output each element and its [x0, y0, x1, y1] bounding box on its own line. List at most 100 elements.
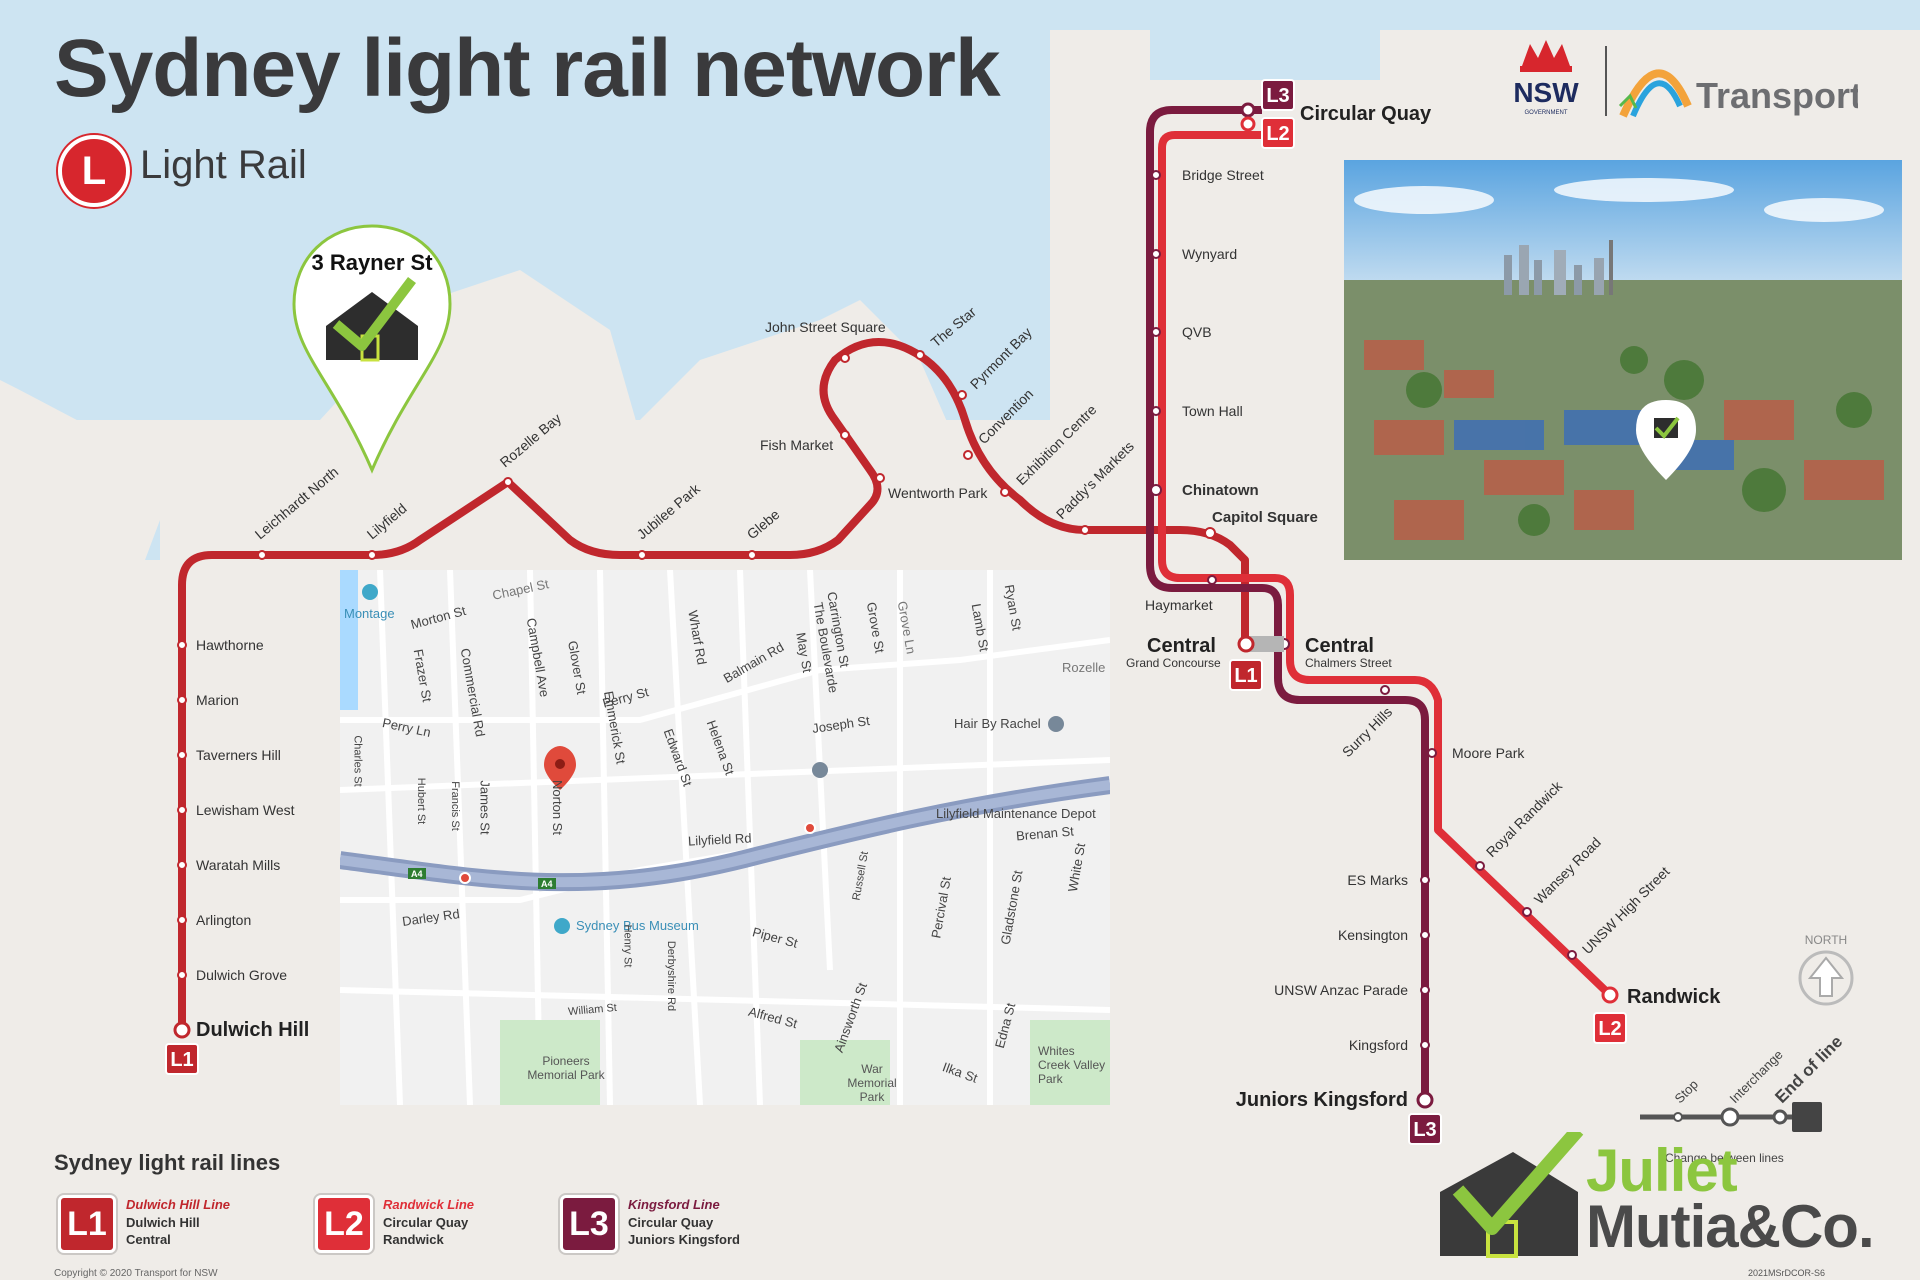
street-label: Charles St: [351, 735, 364, 787]
aerial-photo: [1344, 160, 1902, 560]
label-juniors-kingsford: Juniors Kingsford: [1236, 1089, 1408, 1111]
stop-convention: [963, 450, 973, 460]
stop-lewisham-west: [177, 805, 187, 815]
agency-name-first: Juliet: [1586, 1137, 1738, 1204]
svg-text:L1: L1: [170, 1049, 193, 1071]
street-label: Pioneers Memorial Park: [527, 1054, 605, 1082]
poi-icons: [362, 584, 1064, 934]
label-capitol-square: Capitol Square: [1212, 509, 1318, 526]
label-lewisham-west: Lewisham West: [196, 802, 295, 818]
stop-es-marks: [1420, 875, 1430, 885]
stop-hawthorne: [177, 640, 187, 650]
document-code: 2021MSrDCOR-S6: [1748, 1268, 1826, 1278]
stop-leichhardt-north: [257, 550, 267, 560]
street-label: Lilyfield Maintenance Depot: [936, 806, 1096, 821]
transit-dot-2: [459, 872, 471, 884]
label-unsw-anzac-parade: UNSW Anzac Parade: [1274, 982, 1408, 998]
legend-line-from: Circular Quay: [628, 1215, 714, 1230]
legend-line-name: Kingsford Line: [628, 1197, 720, 1212]
l1-stops: [177, 350, 1216, 980]
label-john-street-square: John Street Square: [765, 319, 886, 335]
label-hawthorne: Hawthorne: [196, 637, 264, 653]
whites-creek-park: [1030, 1020, 1110, 1105]
nsw-government-text: GOVERNMENT: [1524, 110, 1567, 116]
label-es-marks: ES Marks: [1347, 872, 1408, 888]
a4-shields: A4 A4: [408, 868, 556, 889]
label-wynyard: Wynyard: [1182, 246, 1237, 262]
l2-line: [1158, 131, 1613, 998]
label-waratah-mills: Waratah Mills: [196, 857, 280, 873]
stop-central-grand-concourse: [1237, 635, 1255, 653]
label-central-l2: Central: [1305, 635, 1374, 657]
stop-qvb: [1151, 327, 1161, 337]
l1-badge: L1: [58, 1195, 116, 1253]
copyright-text: Copyright © 2020 Transport for NSW: [54, 1268, 218, 1279]
stop-jubilee-park: [637, 550, 647, 560]
light-rail-icon: L: [58, 135, 130, 207]
stop-glebe: [747, 550, 757, 560]
waratah-icon: [1520, 40, 1572, 72]
street-label: James St: [477, 780, 493, 835]
agency-logo: Juliet Mutia&Co.: [1438, 1132, 1920, 1280]
stop-royal-randwick: [1475, 861, 1485, 871]
legend-line-from: Dulwich Hill: [126, 1215, 200, 1230]
legend-line-from: Circular Quay: [383, 1215, 469, 1230]
svg-text:L2: L2: [1598, 1018, 1621, 1040]
war-memorial-park: [800, 1040, 890, 1105]
label-central-l1: Central: [1147, 635, 1216, 657]
svg-text:NORTH: NORTH: [1805, 933, 1847, 947]
mode-label: Light Rail: [140, 143, 307, 187]
stop-rozelle-bay: [503, 477, 513, 487]
legend-line-name: Randwick Line: [383, 1197, 475, 1212]
pioneers-park: [500, 1020, 600, 1105]
svg-text:Change between lines: Change between lines: [1665, 1151, 1784, 1165]
nsw-transport-logo: NSW GOVERNMENT Transport: [1513, 40, 1858, 118]
label-grand-concourse: Grand Concourse: [1126, 656, 1221, 670]
nsw-wordmark: NSW: [1513, 77, 1579, 108]
stop-marion: [177, 695, 187, 705]
street-map-inset[interactable]: A4 A4 Chapel St Morton St Perry Ln Fraze…: [340, 570, 1110, 1105]
stop-chinatown: [1150, 484, 1162, 496]
stop-unsw-high-street: [1567, 950, 1577, 960]
street-label: Montage: [344, 606, 395, 621]
page-title: Sydney light rail network: [54, 23, 1001, 114]
label-marion: Marion: [196, 692, 239, 708]
land-balmain: [0, 270, 650, 600]
stop-kingsford: [1420, 1040, 1430, 1050]
label-taverners-hill: Taverners Hill: [196, 747, 281, 763]
street-label: Whites Creek Valley Park: [1038, 1044, 1106, 1086]
label-moore-park: Moore Park: [1452, 745, 1525, 761]
l2-badge: L2: [315, 1195, 373, 1253]
transit-dot: [804, 822, 816, 834]
stop-john-street-square: [840, 353, 850, 363]
legend-line-name: Dulwich Hill Line: [126, 1197, 231, 1212]
street-label: Hair By Rachel: [954, 716, 1041, 731]
stop-kensington: [1420, 930, 1430, 940]
svg-text:L3: L3: [1413, 1119, 1436, 1141]
agency-name-second: Mutia&Co.: [1586, 1193, 1875, 1260]
stop-dulwich-grove: [177, 970, 187, 980]
terminus-circular-quay: L3 L2: [1240, 79, 1295, 149]
stop-bridge-street: [1151, 170, 1161, 180]
label-dulwich-hill: Dulwich Hill: [196, 1019, 309, 1041]
stop-capitol-square: [1204, 527, 1216, 539]
legend-line-to: Central: [126, 1232, 171, 1247]
stop-wynyard: [1151, 249, 1161, 259]
photo-location-pin: [1636, 400, 1696, 480]
stop-haymarket: [1207, 575, 1217, 585]
stop-waratah-mills: [177, 860, 187, 870]
terminus-randwick: L2: [1593, 986, 1627, 1044]
street-label: Rozelle: [1062, 660, 1106, 675]
callout-pin-shape: [292, 224, 452, 474]
legend-title: Sydney light rail lines: [54, 1150, 281, 1175]
house-check-icon: [326, 276, 418, 362]
stop-moore-park: [1427, 748, 1437, 758]
label-haymarket: Haymarket: [1145, 597, 1213, 613]
label-randwick: Randwick: [1627, 986, 1721, 1008]
agency-house-icon: [1440, 1132, 1584, 1258]
callout-address: 3 Rayner St: [311, 250, 433, 275]
l1-line: [178, 338, 1249, 1030]
street-map-canvas: A4 A4: [340, 570, 1110, 1105]
stop-taverners-hill: [177, 750, 187, 760]
legend-line-to: Juniors Kingsford: [628, 1232, 740, 1247]
